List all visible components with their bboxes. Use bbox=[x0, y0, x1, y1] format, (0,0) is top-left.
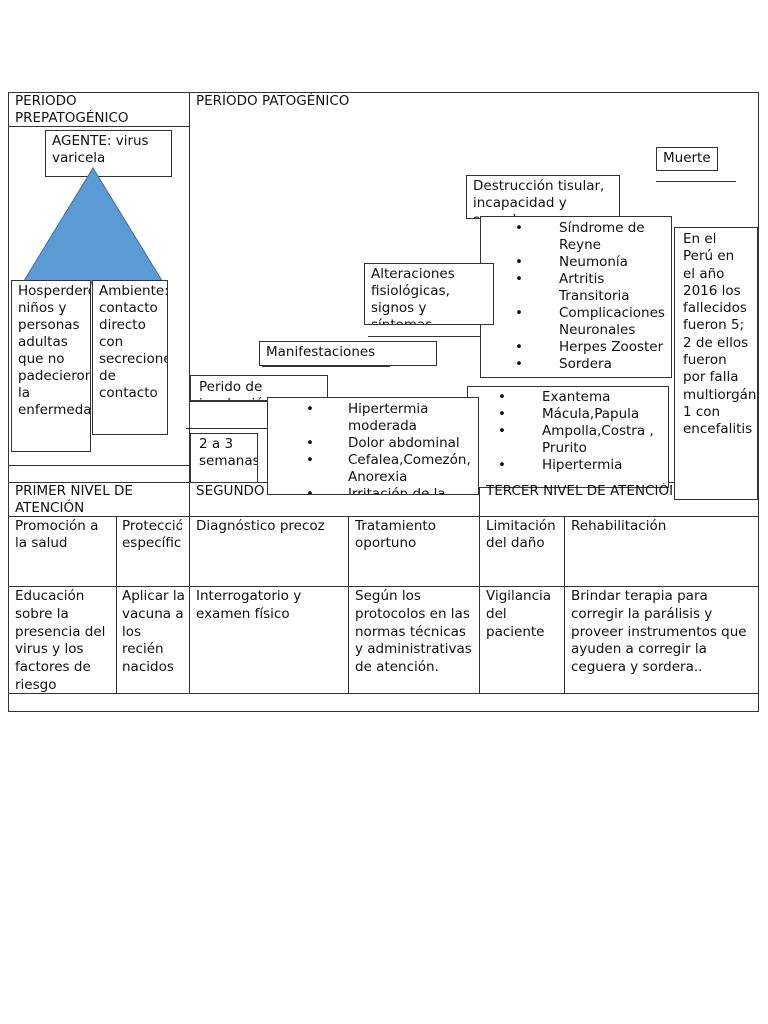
complications-box: Síndrome de Reyne Neumonía Artritis Tran… bbox=[480, 216, 672, 378]
pathogenic-period-header: PERIODO PATOGÉNICO bbox=[196, 93, 350, 109]
incubation-period-box: Perido de incubación bbox=[190, 375, 328, 401]
early-diagnosis-cell: Interrogatorio y examen físico bbox=[196, 588, 302, 622]
prepathogenic-period-header: PERIODO PREPATOGÉNICO bbox=[15, 93, 129, 126]
timely-treatment-header: Tratamiento oportuno bbox=[355, 518, 436, 551]
complication-item: Herpes Zooster bbox=[485, 339, 667, 356]
host-box: Hosperdero: niños y personas adultas que… bbox=[11, 280, 91, 452]
complication-item: Neumonía bbox=[485, 254, 667, 271]
complication-item: Sordera bbox=[485, 356, 667, 373]
triangle-shape bbox=[21, 167, 165, 285]
sign-item: Hipertermia bbox=[472, 457, 664, 474]
damage-limitation-cell: Vigilancia del paciente bbox=[486, 588, 552, 640]
incubation-time-box: 2 a 3 semanas bbox=[190, 433, 258, 483]
epidemiological-triangle bbox=[21, 167, 165, 285]
early-diagnosis-header: Diagnóstico precoz bbox=[196, 518, 325, 534]
sign-item: Ampolla,Costra , Prurito bbox=[472, 423, 664, 457]
manifestations-box: Manifestaciones bbox=[259, 341, 437, 366]
agent-box: AGENTE: virus varicela bbox=[45, 130, 172, 177]
signs-box: Exantema Mácula,Papula Ampolla,Costra , … bbox=[467, 386, 669, 488]
specific-protection-header: Protección específica bbox=[122, 518, 182, 551]
health-promotion-cell: Educación sobre la presencia del virus y… bbox=[15, 588, 106, 692]
complication-item: Artritis Transitoria bbox=[485, 271, 667, 305]
symptom-item: Cefalea,Comezón, Anorexia bbox=[272, 452, 474, 486]
rehabilitation-header: Rehabilitación bbox=[571, 518, 667, 534]
third-level-header: TERCER NIVEL DE ATENCIÓN bbox=[486, 483, 672, 499]
symptom-item: Hipertermia moderada bbox=[272, 401, 474, 435]
damage-limitation-header: Limitación del daño bbox=[486, 518, 556, 551]
first-level-header: PRIMER NIVEL DE ATENCIÓN bbox=[15, 483, 133, 516]
health-promotion-header: Promoción a la salud bbox=[15, 518, 99, 551]
second-level-header: SEGUNDO NIVEL DE ATENCIÓN bbox=[196, 483, 265, 499]
tissue-destruction-box: Destrucción tisular, incapacidad y secue… bbox=[466, 175, 620, 219]
peru-note-box: En el Perú en el año 2016 los fallecidos… bbox=[674, 227, 758, 500]
sign-item: Mácula,Papula bbox=[472, 406, 664, 423]
physiological-alterations-box: Alteraciones fisiológicas, signos y sínt… bbox=[364, 263, 494, 325]
complication-item: Síndrome de Reyne bbox=[485, 220, 667, 254]
complication-item: Complicaciones Neuronales bbox=[485, 305, 667, 339]
rehabilitation-cell: Brindar terapia para corregir la parális… bbox=[571, 588, 747, 676]
symptom-item: Irritación de la piel bbox=[272, 486, 474, 494]
symptoms-box: Hipertermia moderada Dolor abdominal Cef… bbox=[267, 397, 479, 495]
environment-box: Ambiente: contacto directo con secrecion… bbox=[92, 280, 168, 435]
symptom-item: Dolor abdominal bbox=[272, 435, 474, 452]
timely-treatment-cell: Según los protocolos en las normas técni… bbox=[355, 588, 472, 676]
death-box: Muerte bbox=[656, 147, 718, 171]
sign-item: Exantema bbox=[472, 389, 664, 406]
specific-protection-cell: Aplicar la vacuna a los recién nacidos bbox=[122, 588, 185, 676]
